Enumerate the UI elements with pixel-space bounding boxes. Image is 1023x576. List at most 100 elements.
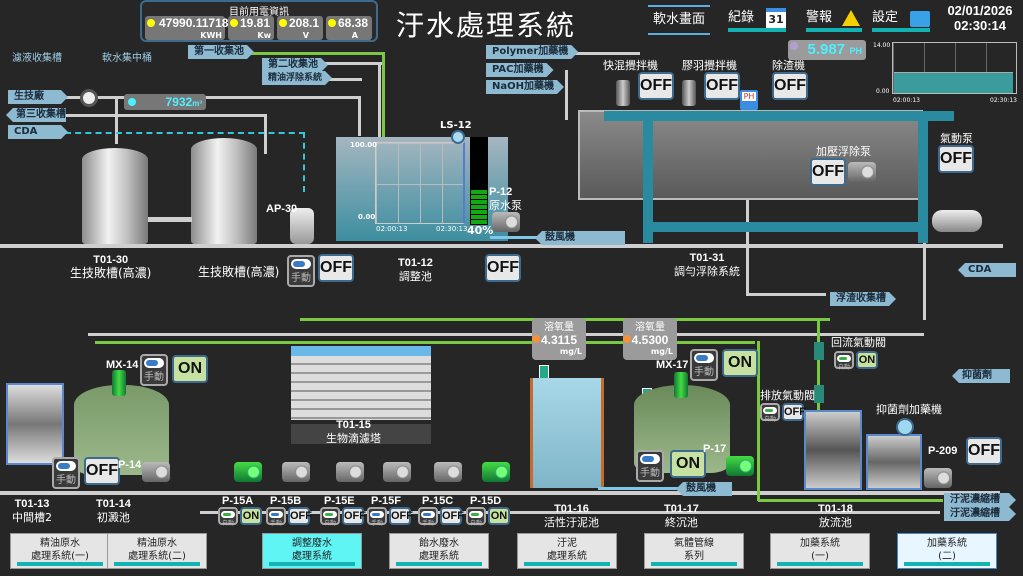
discharge-valve-label: 排放氣動閥: [760, 389, 815, 402]
nav-button-3[interactable]: 調整廢水 處理系統: [262, 533, 362, 569]
floc-mixer-state-button[interactable]: OFF: [704, 72, 740, 100]
tag-naoh[interactable]: NaOH加藥機: [486, 80, 564, 94]
p15-state-button[interactable]: ON: [488, 507, 510, 525]
green-pipe: [817, 318, 820, 423]
air-pump-state-button[interactable]: OFF: [938, 145, 974, 173]
p15-pump-icon: [383, 462, 411, 482]
tag-first-pool[interactable]: 第一收集池: [188, 45, 254, 59]
nav-button-1[interactable]: 精油原水 處理系統(一): [10, 533, 110, 569]
tag-pac[interactable]: PAC加藥機: [486, 63, 554, 77]
tag-scum-tank[interactable]: 浮渣收集槽: [830, 292, 896, 306]
p14-state-button[interactable]: OFF: [84, 457, 120, 485]
current-value: 68.38: [338, 16, 369, 30]
ph-sensor-text: PH: [742, 92, 756, 101]
tag-polymer[interactable]: Polymer加藥機: [486, 45, 578, 59]
nav-button-line2: 處理系統(二): [128, 551, 186, 562]
p15-state-button[interactable]: OFF: [440, 507, 464, 525]
p15-state-button[interactable]: OFF: [342, 507, 366, 525]
ap30-mode-toggle[interactable]: 手動: [287, 255, 315, 287]
tag-sludge-thickener-2[interactable]: 汙泥濃縮槽: [944, 507, 1016, 521]
scraper-state-button[interactable]: OFF: [772, 72, 808, 100]
pipe: [200, 511, 940, 514]
mixer-motor-icon: [616, 80, 630, 106]
mx17-state-button[interactable]: ON: [722, 349, 758, 377]
p15-mode-toggle[interactable]: 手動: [266, 507, 286, 527]
p15-mode-toggle[interactable]: 自動: [466, 507, 486, 527]
nav-button-5[interactable]: 汙泥 處理系統: [517, 533, 617, 569]
status-dot-icon: [147, 19, 155, 27]
return-valve-mode-toggle[interactable]: 自動: [834, 351, 854, 371]
daf-pump-state-button[interactable]: OFF: [810, 158, 846, 186]
flow-total-readout: 7932m³: [124, 94, 206, 110]
tag-cda-left[interactable]: CDA: [8, 125, 68, 139]
status-dot-icon: [623, 335, 631, 343]
datetime: 02/01/2026 02:30:14: [940, 3, 1020, 33]
ph-value: 5.987: [807, 41, 846, 58]
tag-sludge-thickener-1[interactable]: 汙泥濃縮槽: [944, 493, 1016, 507]
ph-sensor-icon: PH: [740, 90, 758, 110]
ap30-state-button[interactable]: OFF: [318, 254, 354, 282]
p17-mode-toggle[interactable]: 手動: [636, 450, 664, 482]
mixer-motor-icon: [682, 80, 696, 106]
green-pipe: [757, 341, 760, 501]
tag-oil-float[interactable]: 精油浮除系統: [262, 71, 332, 85]
return-valve-state-button[interactable]: ON: [856, 351, 878, 369]
ls12-label: LS-12: [440, 120, 472, 131]
nav-settings-button[interactable]: 設定: [872, 8, 930, 32]
diaphragm-pump-icon: [290, 208, 314, 244]
tag-biotech[interactable]: 生技廠: [8, 90, 68, 104]
p14-mode-toggle[interactable]: 手動: [52, 457, 80, 489]
tag-second-pool[interactable]: 第二收集池: [262, 58, 328, 72]
tag-blower-2[interactable]: 鼓風機: [676, 482, 732, 496]
nav-button-line1: 飴水廢水: [419, 538, 459, 549]
discharge-valve-mode-toggle[interactable]: 自動: [760, 403, 780, 423]
nav-button-7[interactable]: 加藥系統 (一): [770, 533, 870, 569]
nav-button-2[interactable]: 精油原水 處理系統(二): [107, 533, 207, 569]
p12-state-button[interactable]: OFF: [485, 254, 521, 282]
nav-records-button[interactable]: 紀錄 31: [728, 8, 786, 32]
p15-mode-toggle[interactable]: 手動: [418, 507, 438, 527]
pipe: [746, 293, 826, 296]
p15-mode-toggle[interactable]: 手動: [367, 507, 387, 527]
tag-cda-right[interactable]: CDA: [958, 263, 1016, 277]
nav-button-4[interactable]: 飴水廢水 處理系統: [389, 533, 489, 569]
nav-settings-label: 設定: [872, 10, 899, 25]
tag-blower-1[interactable]: 鼓風機: [535, 231, 625, 245]
tag-bacteriostat[interactable]: 抑菌劑: [952, 369, 1010, 383]
p15-mode-toggle[interactable]: 自動: [218, 507, 238, 527]
nav-softwater-button[interactable]: 軟水畫面: [648, 5, 710, 35]
return-valve-icon: [814, 342, 824, 360]
p15-state-button[interactable]: ON: [240, 507, 262, 525]
rapid-mixer-label: 快混攪拌機: [603, 59, 658, 72]
mx14-state-button[interactable]: ON: [172, 355, 208, 383]
nav-alarm-button[interactable]: 警報: [806, 8, 862, 32]
nav-button-6[interactable]: 氣體管線 系列: [644, 533, 744, 569]
discharge-valve-state-button[interactable]: OFF: [782, 403, 806, 421]
p15-state-button[interactable]: OFF: [288, 507, 312, 525]
air-line: [490, 236, 568, 239]
rapid-mixer-state-button[interactable]: OFF: [638, 72, 674, 100]
ph-trend-chart: [892, 42, 1017, 94]
bact-dosing-label: 抑菌劑加藥機: [876, 403, 942, 416]
dosing-tank-lid-icon: [896, 418, 914, 436]
p15-pump-icon: [434, 462, 462, 482]
p15-state-button[interactable]: OFF: [389, 507, 413, 525]
p17-state-button[interactable]: ON: [670, 450, 706, 478]
mx17-mode-toggle[interactable]: 手動: [690, 349, 718, 381]
p15-mode-toggle[interactable]: 自動: [320, 507, 340, 527]
daf-frame-leg: [918, 120, 928, 243]
tag-filtrate-tank[interactable]: 濾液收集槽: [12, 53, 62, 64]
tag-softwater-tank[interactable]: 軟水集中桶: [102, 53, 152, 64]
p17-id: P-17: [703, 443, 727, 455]
p209-state-button[interactable]: OFF: [966, 437, 1002, 465]
daf-frame-top: [604, 111, 954, 121]
tag-third-tank[interactable]: 第三收集槽: [6, 108, 66, 122]
mx14-mode-toggle[interactable]: 手動: [140, 354, 168, 386]
t0116-tank: [530, 378, 604, 488]
p17-pump-icon: [726, 456, 754, 476]
nav-button-8[interactable]: 加藥系統 (二): [897, 533, 997, 569]
nav-button-line1: 氣體管線: [674, 538, 714, 549]
air-pump-label: 氣動泵: [940, 132, 973, 145]
p15-pump-id: P-15D: [470, 495, 502, 507]
